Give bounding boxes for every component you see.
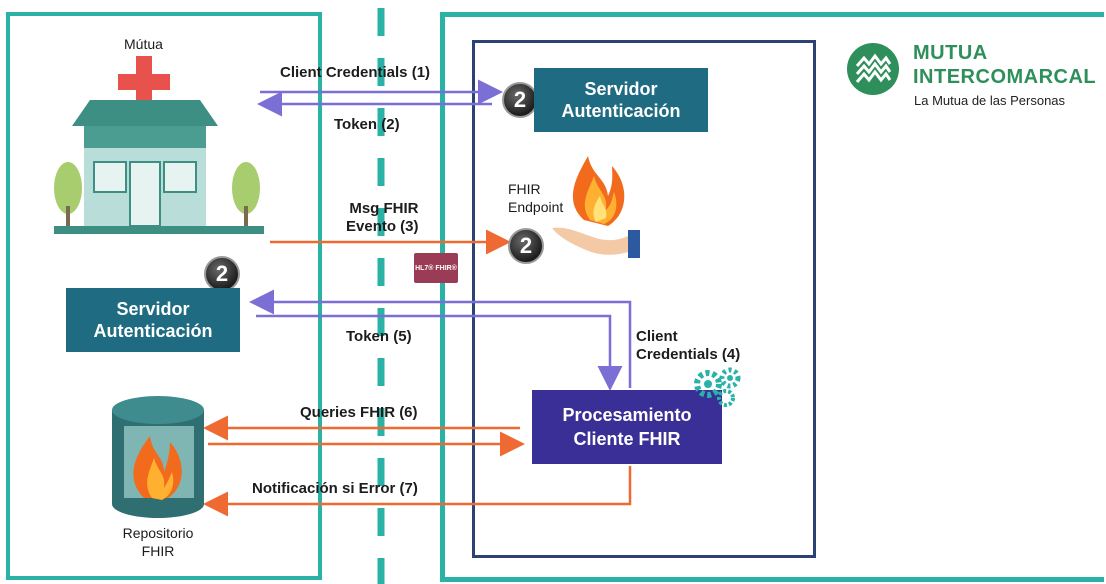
right-region-frame (440, 12, 1104, 582)
fhir-endpoint-label: FHIR Endpoint (508, 181, 564, 215)
repository-label: Repositorio FHIR (122, 525, 194, 559)
endpoint-badge-icon: 2 (508, 228, 544, 264)
hospital-label: Mútua (124, 36, 163, 52)
label-client-credentials-4: Client Credentials (4) (636, 328, 741, 363)
inner-system-frame (472, 40, 816, 558)
gears-icon (694, 367, 741, 407)
hospital-icon (54, 56, 264, 234)
label-client-credentials-1: Client Credentials (1) (280, 64, 431, 81)
hl7-fhir-tag: HL7® FHIR® (414, 253, 458, 283)
logo-tagline: La Mutua de las Personas (914, 93, 1066, 108)
arrow-token-5 (256, 314, 623, 391)
auth-left-badge-icon: 2 (204, 256, 240, 292)
label-notification-7: Notificación si Error (7) (252, 480, 418, 497)
logo-line2: INTERCOMARCAL (913, 66, 1097, 88)
mutua-logo-icon (847, 43, 899, 95)
logo-line1: MUTUA (913, 42, 988, 64)
label-token-2: Token (2) (334, 116, 400, 133)
label-msg-fhir-3: Msg FHIR Evento (3) (346, 200, 419, 235)
repository-db-icon (112, 396, 204, 518)
arrow-notification-7 (203, 466, 632, 517)
arrow-client-credentials-4 (249, 289, 632, 388)
auth-top-badge-icon: 2 (502, 82, 538, 118)
fire-hand-icon (552, 156, 640, 258)
left-region-frame (6, 12, 322, 580)
label-token-5: Token (5) (346, 328, 412, 345)
label-queries-6: Queries FHIR (6) (300, 404, 418, 421)
